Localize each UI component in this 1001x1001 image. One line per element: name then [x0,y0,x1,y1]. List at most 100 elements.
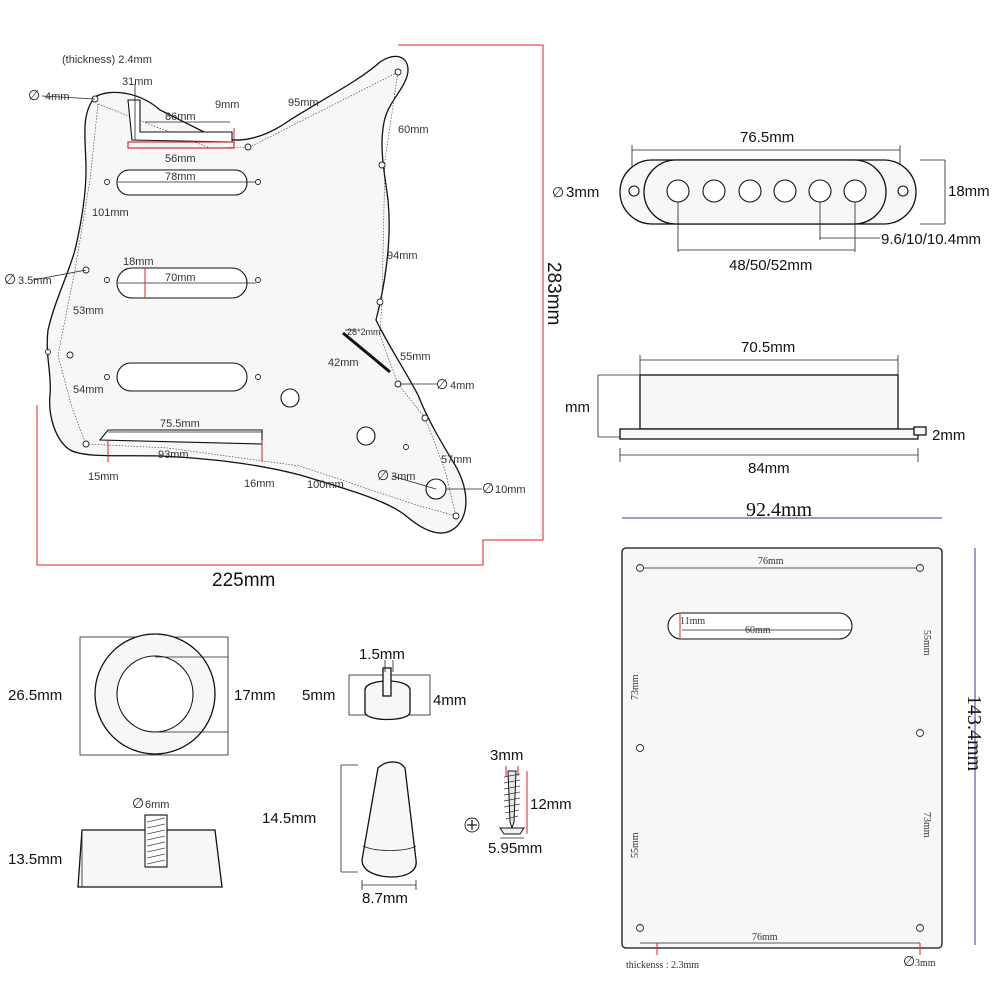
control-hole-2 [356,426,376,446]
spacing-73-left-label: 73mm [630,674,641,700]
width-755-label: 75.5mm [160,418,200,430]
switch-tip-side-view: 14.5mm 8.7mm [262,761,417,907]
spacing-55-right-label: 55mm [921,630,932,656]
back-plate: 92.4mm 143.4mm 76mm 11mm 60mm 55mm 73mm … [621,499,985,971]
width-53-label: 53mm [73,305,104,317]
pickguard-thickness-label: (thickness) 2.4mm [62,54,152,66]
width-93-label: 93mm [158,449,189,461]
base-height-label: mm [565,399,590,416]
diameter-symbol: ∅ [377,467,389,483]
pickup-base: 70.5mm mm 2mm 84mm [565,339,965,477]
switch-size-label: 28*2mm [347,327,381,337]
width-42-label: 42mm [328,357,359,369]
width-101-label: 101mm [92,207,129,219]
tip-side-body [361,761,417,878]
back-plate-width-label: 92.4mm [746,499,813,521]
height-94-label: 94mm [387,250,418,262]
tip-top-body [364,680,411,721]
back-plate-body [621,547,943,949]
pole-hole-3 [738,179,762,203]
screw-shank-label: 3mm [490,747,523,764]
neck-notch [127,99,233,143]
diameter-symbol: ∅ [903,953,915,969]
width-16-label: 16mm [244,478,275,490]
back-plate-width-bottom-label: 76mm [752,932,778,943]
tip-width-label: 8.7mm [362,890,408,907]
pickup-slot-neck [116,169,248,196]
pickup-78-label: 78mm [165,171,196,183]
width-31-label: 31mm [122,76,153,88]
neck-notch-red-mark [127,141,235,149]
screw-length-label: 12mm [530,796,572,813]
knob-inner [116,655,194,733]
back-plate-width-top-label: 76mm [758,556,784,567]
knob-shaft-label: 6mm [145,799,169,811]
screw-head [499,827,525,835]
pole-span-label: 48/50/52mm [729,257,812,274]
width-57-label: 57mm [441,454,472,466]
knob-side-view: ∅ 6mm 13.5mm [8,795,223,888]
pickguard-dimension-frame [36,44,544,566]
spacing-55-left-label: 55mm [630,832,641,858]
width-55-label: 55mm [400,351,431,363]
switch-tip-top-view: 1.5mm 5mm 4mm [302,646,466,721]
width-86-label: 86mm [165,111,196,123]
back-plate-slot [667,612,853,640]
pickup-18-label: 18mm [123,256,154,268]
height-60-label: 60mm [398,124,429,136]
bridge-notch [98,429,263,445]
pickup-base-body [639,374,899,430]
hole-35-label: 3.5mm [18,275,52,287]
hole-10-label: 10mm [495,484,526,496]
slot-height-label: 11mm [680,616,705,627]
width-100-label: 100mm [307,479,344,491]
tip-height-label: 14.5mm [262,810,316,827]
pickup-slot-bridge [116,362,248,392]
screw: 3mm 12mm 5.95mm [464,747,572,857]
pickup-base-tab [913,426,927,436]
pole-hole-1 [666,179,690,203]
back-plate-thickness-label: thickenss : 2.3mm [626,960,699,971]
knob-outer-label: 26.5mm [8,687,62,704]
spacing-73-right-label: 73mm [921,812,932,838]
pole-hole-5 [808,179,832,203]
diameter-symbol: ∅ [482,480,494,496]
hole-4-label: 4mm [450,380,474,392]
tip-right-label: 4mm [433,692,466,709]
screw-thread [503,773,521,820]
hole-3-label: 3mm [391,471,415,483]
diameter-symbol: ∅ [436,376,448,392]
pickguard-inner-outline [57,71,457,517]
knob-inner-label: 17mm [234,687,276,704]
pole-hole-4 [773,179,797,203]
diameter-symbol: ∅ [28,87,40,103]
width-54-label: 54mm [73,384,104,396]
screw-hole-label: 4mm [45,91,69,103]
cover-height-label: 18mm [948,183,990,200]
width-95-label: 95mm [288,97,319,109]
tip-top-label: 1.5mm [359,646,405,663]
switch-slot [342,331,391,374]
pickup-cover-body [643,159,887,225]
screw-head-label: 5.95mm [488,840,542,857]
pickup-base-plate [619,428,919,440]
diameter-symbol: ∅ [552,184,564,200]
mount-hole-right [897,185,909,197]
pickup-70-label: 70mm [165,272,196,284]
cover-hole-label: 3mm [566,184,599,201]
diameter-symbol: ∅ [132,795,144,811]
pole-hole-2 [702,179,726,203]
width-225-label: 225mm [212,570,275,591]
base-thickness-label: 2mm [932,427,965,444]
pickguard: (thickness) 2.4mm ∅ 4mm 31mm 86mm 9mm 95… [4,44,564,591]
tip-top-slot [382,667,392,697]
knob-height-label: 13.5mm [8,851,62,868]
pole-hole-6 [843,179,867,203]
knob-thread [146,817,166,865]
width-15-label: 15mm [88,471,119,483]
mount-hole-left [628,185,640,197]
back-plate-hole-label: 3mm [915,958,936,969]
pole-spacing-label: 9.6/10/10.4mm [881,231,981,248]
back-plate-screw-holes [636,564,924,932]
